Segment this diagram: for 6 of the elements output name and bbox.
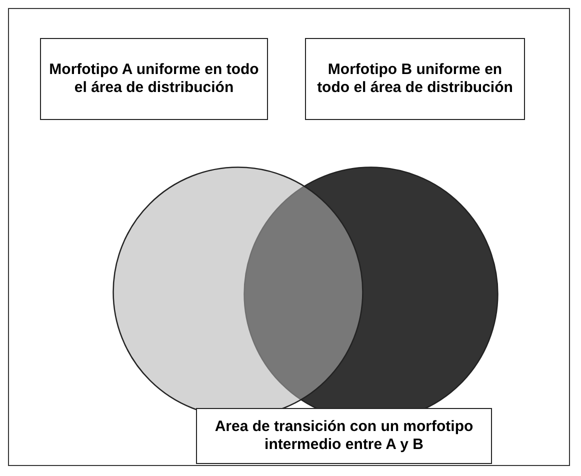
text-box [40, 38, 268, 120]
text-box [196, 408, 492, 464]
box-label: Morfotipo B uniforme en todo el área de distribución [316, 61, 514, 97]
box-label: Area de transición con un morfotipo intermedio entre A y B [214, 418, 474, 454]
text-box [305, 38, 525, 120]
box-label: Morfotipo A uniforme en todo el área de distribución [49, 61, 259, 97]
